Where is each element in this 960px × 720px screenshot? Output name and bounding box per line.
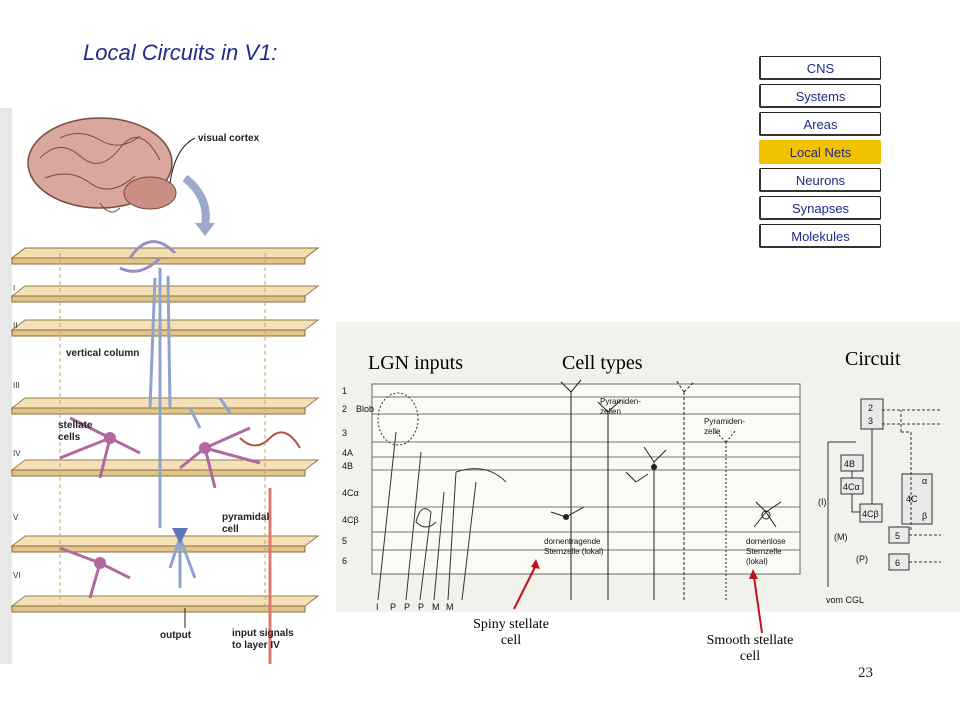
cell-layer-2: 2 — [342, 404, 347, 414]
hierarchy-item-systems: Systems — [759, 84, 881, 108]
circuit-arrows — [827, 409, 941, 587]
circuit-box-6: 6 — [895, 558, 900, 568]
smooth-stellate-line-1: Smooth stellate — [706, 633, 794, 648]
to-layer-iv-label: to layer IV — [232, 640, 280, 651]
lgn-input-p1: P — [390, 602, 396, 612]
circuit-box-4c: 4C — [906, 494, 918, 504]
spiny-stellate-line-2: cell — [500, 633, 522, 648]
spiny-stellate-label: Spiny stellate cell — [456, 617, 566, 649]
lokal-label: (lokal) — [746, 557, 768, 566]
circuit-box-4cb: 4Cβ — [862, 509, 879, 519]
lgn-axons — [377, 392, 507, 601]
lgn-inputs-header: LGN inputs — [368, 352, 463, 374]
dornentragende-label: dornentragende — [544, 537, 601, 546]
smooth-stellate-label: Smooth stellate cell — [688, 633, 812, 665]
lgn-input-p2: P — [404, 602, 410, 612]
sternzelle-label: Sternzelle — [746, 547, 782, 556]
layer-label-i: I — [13, 284, 15, 293]
stellate-label: stellate — [58, 420, 93, 431]
page-number: 23 — [858, 665, 873, 681]
neuron-drawings — [59, 240, 301, 664]
cell-types-figure: 1 2 3 4A 4B 4Cα 4Cβ 5 6 Blob I P P P M M… — [336, 322, 960, 612]
circuit-box-4ca: 4Cα — [843, 482, 860, 492]
annotation-arrows — [513, 559, 763, 634]
cell-types-header: Cell types — [562, 352, 643, 374]
cell-layer-5: 5 — [342, 536, 347, 546]
cell-layer-4ca: 4Cα — [342, 488, 359, 498]
layer-label-iii: III — [13, 381, 20, 390]
brain-illustration — [27, 117, 177, 213]
circuit-label-cgl: vom CGL — [826, 595, 864, 605]
pyramidal-label: pyramidal — [222, 512, 269, 523]
circuit-box-4b: 4B — [844, 459, 855, 469]
level-hierarchy: CNS Systems Areas Local Nets Neurons Syn… — [759, 56, 881, 252]
hierarchy-item-local-nets: Local Nets — [759, 140, 881, 164]
cell-layer-3: 3 — [342, 428, 347, 438]
cell-layer-6: 6 — [342, 556, 347, 566]
stellate-cells-label: cells — [58, 432, 81, 443]
input-signals-label: input signals — [232, 628, 294, 639]
lgn-input-m1: M — [432, 602, 440, 612]
hierarchy-item-cns: CNS — [759, 56, 881, 80]
pyramiden-label-2: zellen — [600, 407, 621, 416]
cell-layer-4b: 4B — [342, 461, 353, 471]
hierarchy-item-neurons: Neurons — [759, 168, 881, 192]
layer-label-iv: IV — [13, 449, 21, 458]
hierarchy-item-synapses: Synapses — [759, 196, 881, 220]
smooth-stellate-line-2: cell — [739, 649, 761, 664]
pyramiden-label-1: Pyramiden- — [600, 397, 641, 406]
circuit-box-3: 3 — [868, 416, 873, 426]
layer-label-v: V — [13, 513, 19, 522]
circuit-label-p: (P) — [856, 554, 868, 564]
pyramiden-label-4: zelle — [704, 427, 721, 436]
cell-layer-4cb: 4Cβ — [342, 515, 359, 525]
dornenlose-label: dornenlose — [746, 537, 786, 546]
circuit-alpha: α — [922, 476, 927, 486]
cortex-column-illustration: visual cortex I II III IV — [0, 108, 330, 664]
hierarchy-item-molekules: Molekules — [759, 224, 881, 248]
pyramiden-label-3: Pyramiden- — [704, 417, 745, 426]
blob-label: Blob — [356, 404, 374, 414]
output-label: output — [160, 630, 192, 641]
circuit-label-m: (M) — [834, 532, 848, 542]
vertical-column-label: vertical column — [66, 348, 139, 359]
lgn-input-p3: P — [418, 602, 424, 612]
circuit-diagram — [840, 398, 933, 571]
layer-lines — [372, 396, 800, 551]
layer-label-ii: II — [13, 321, 17, 330]
layer-label-vi: VI — [13, 571, 21, 580]
circuit-box-5: 5 — [895, 531, 900, 541]
cell-layer-4a: 4A — [342, 448, 353, 458]
lgn-input-m2: M — [446, 602, 454, 612]
cell-layer-1: 1 — [342, 386, 347, 396]
circuit-header: Circuit — [845, 348, 901, 370]
visual-cortex-label: visual cortex — [198, 133, 260, 144]
spiny-stellate-line-1: Spiny stellate — [473, 617, 549, 632]
pyramidal-cell-label: cell — [222, 524, 239, 535]
circuit-label-i: (I) — [818, 497, 827, 507]
slide-title: Local Circuits in V1: — [83, 40, 278, 65]
sternzelle-lokal-label: Sternzelle (lokal) — [544, 547, 604, 556]
lgn-input-i: I — [376, 602, 379, 612]
circuit-box-2: 2 — [868, 403, 873, 413]
cell-type-drawings — [550, 379, 782, 600]
circuit-beta: β — [922, 511, 927, 521]
hierarchy-item-areas: Areas — [759, 112, 881, 136]
